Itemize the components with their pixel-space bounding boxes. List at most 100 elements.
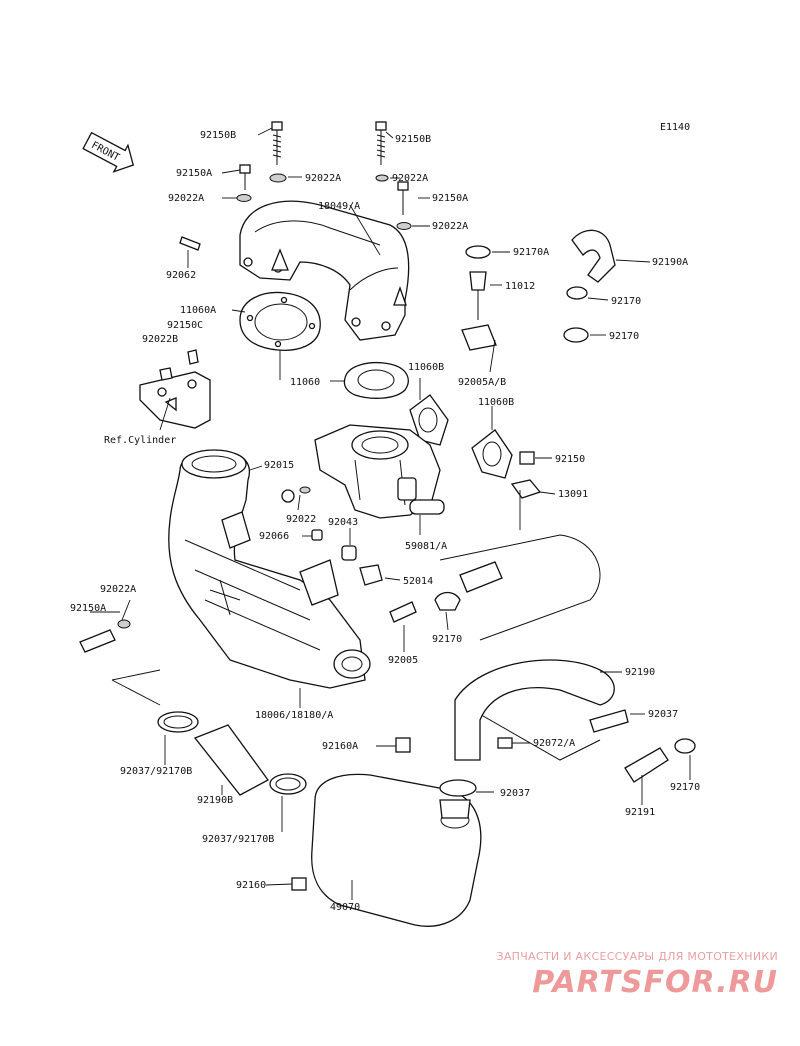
nut-92015 (281, 489, 295, 503)
leader-lines (90, 127, 691, 900)
label-92150b: 92150B (200, 130, 236, 141)
label-92170: 92170 (609, 331, 639, 342)
fitting-92005 (389, 601, 417, 623)
watermark-logo: PARTSFOR.RU (532, 965, 778, 1000)
label-92160a (395, 737, 411, 753)
label-92190b: 92190B (197, 795, 233, 806)
label-92005: 92005 (388, 655, 418, 666)
label-92160 (291, 877, 307, 891)
bracket-13091 (510, 479, 542, 499)
washer-92022a (269, 173, 287, 183)
label-92160a: 92160A (322, 741, 358, 752)
clamp-92037 (439, 779, 477, 797)
washer-92022a (375, 174, 389, 182)
clamp-92170 (563, 327, 589, 343)
label-92022a: 92022A (168, 193, 204, 204)
hose-92190b (193, 724, 269, 796)
label-92150: 92150 (555, 454, 585, 465)
label-92022a: 92022A (100, 584, 136, 595)
muffler-ghost (439, 534, 601, 641)
label-92005ab: 92005A/B (458, 377, 506, 388)
label-92015: 92015 (264, 460, 294, 471)
bolt-92150a-right (397, 181, 409, 215)
label-92170: 92170 (432, 634, 462, 645)
cylinder-bracket (139, 371, 211, 429)
label-92190a: 92190A (652, 257, 688, 268)
washer-92022a (236, 194, 252, 202)
label-92062: 92062 (166, 270, 196, 281)
nut-92022b (159, 367, 173, 381)
clamp-92170a (465, 245, 491, 259)
hose-92190 (454, 659, 615, 761)
label-92066: 92066 (259, 531, 289, 542)
clamp-92037-92170b-lower (269, 773, 307, 795)
fitting-11012 (469, 271, 487, 291)
label-92150c: 92150C (167, 320, 203, 331)
label-92037-92170b: 92037/92170B (120, 766, 192, 777)
clamp-92037-92170b-upper (157, 711, 199, 733)
bolt-92150a (79, 629, 116, 653)
bolt-92150b-right (375, 121, 387, 165)
label-92190: 92190 (625, 667, 655, 678)
grommet-92043 (341, 545, 357, 561)
label-92170: 92170 (611, 296, 641, 307)
front-arrow-icon: FRONT (82, 131, 135, 173)
washer-92022a (396, 222, 412, 230)
label-92150b: 92150B (395, 134, 431, 145)
label-92037: 92037 (500, 788, 530, 799)
label-11060: 11060 (290, 377, 320, 388)
label-92037: 92037 (648, 709, 678, 720)
bolt-92150a-left (239, 164, 251, 190)
exhaust-manifold (239, 200, 410, 341)
valve-52014 (359, 564, 383, 586)
label-92191: 92191 (625, 807, 655, 818)
label-92037-92170b: 92037/92170B (202, 834, 274, 845)
clamp-92037 (589, 709, 629, 733)
label-92072: 92072/A (533, 738, 575, 749)
stud-92062 (179, 236, 201, 251)
label-11060b: 11060B (478, 397, 514, 408)
diagram-code: E1140 (660, 122, 690, 133)
label-92022a: 92022A (392, 173, 428, 184)
hose-59081 (459, 561, 503, 593)
exhaust-pipe-body (168, 449, 371, 689)
gasket-11060b-upper (409, 394, 449, 446)
label-18006: 18006/18180/A (255, 710, 333, 721)
clamp-92170 (566, 286, 588, 300)
label-92170: 92170 (670, 782, 700, 793)
hose-92191 (624, 747, 669, 783)
label-11060b: 11060B (408, 362, 444, 373)
muffler-49070 (311, 773, 482, 927)
label-92022b: 92022B (142, 334, 178, 345)
exhaust-manifold-lower (314, 424, 445, 519)
label-92160: 92160 (236, 880, 266, 891)
clamp-92072 (497, 737, 513, 749)
label-18049: 18049/A (318, 201, 360, 212)
label-92150a: 92150A (432, 193, 468, 204)
gasket-11060b-lower (471, 429, 513, 479)
label-92043: 92043 (328, 517, 358, 528)
label-52014: 52014 (403, 576, 433, 587)
label-11012: 11012 (505, 281, 535, 292)
label-92170a: 92170A (513, 247, 549, 258)
label-13091: 13091 (558, 489, 588, 500)
watermark-subtitle: ЗАПЧАСТИ И АКСЕССУАРЫ ДЛЯ МОТОТЕХНИКИ (496, 950, 778, 963)
label-59081: 59081/A (405, 541, 447, 552)
cap-92066 (311, 529, 323, 541)
clamp-92170 (434, 591, 461, 611)
label-92022: 92022 (286, 514, 316, 525)
washer-92022a (117, 619, 131, 629)
bolt-92150c (187, 349, 199, 365)
washer-92022 (299, 486, 311, 494)
label-ref-cylinder: Ref.Cylinder (104, 435, 176, 446)
hose-92190a (571, 229, 616, 283)
fitting-92005ab (461, 324, 497, 351)
clamp-92170 (674, 738, 696, 754)
label-92150a: 92150A (70, 603, 106, 614)
label-92150a: 92150A (176, 168, 212, 179)
label-49070: 49070 (330, 902, 360, 913)
bolt-92150b-left (271, 121, 283, 165)
label-92022a: 92022A (305, 173, 341, 184)
label-11060a: 11060A (180, 305, 216, 316)
